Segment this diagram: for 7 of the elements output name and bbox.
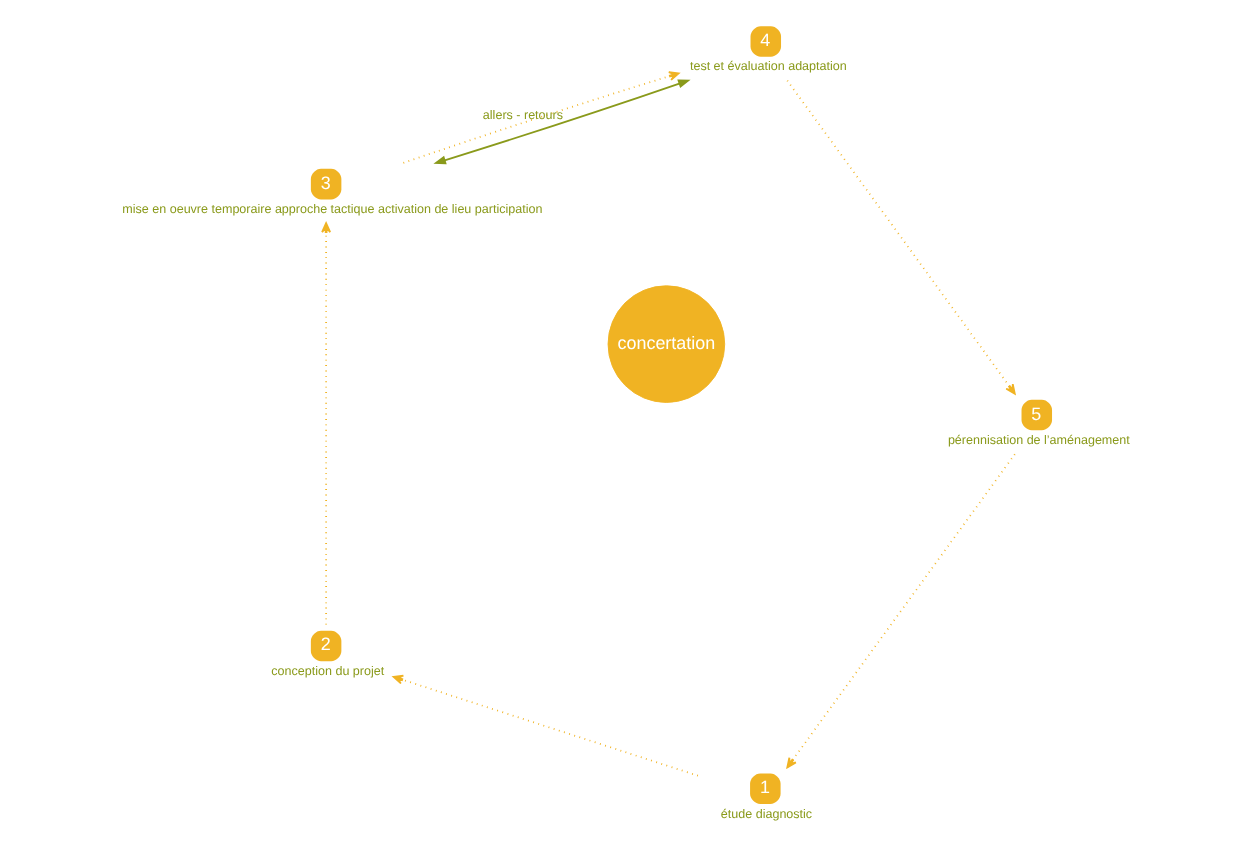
arrow [433, 79, 691, 165]
arrow [392, 674, 699, 777]
arrow [786, 453, 1016, 769]
arrow [786, 79, 1016, 395]
node-circle: concertation [607, 285, 726, 403]
arrow [321, 222, 332, 626]
arrow [402, 71, 680, 164]
